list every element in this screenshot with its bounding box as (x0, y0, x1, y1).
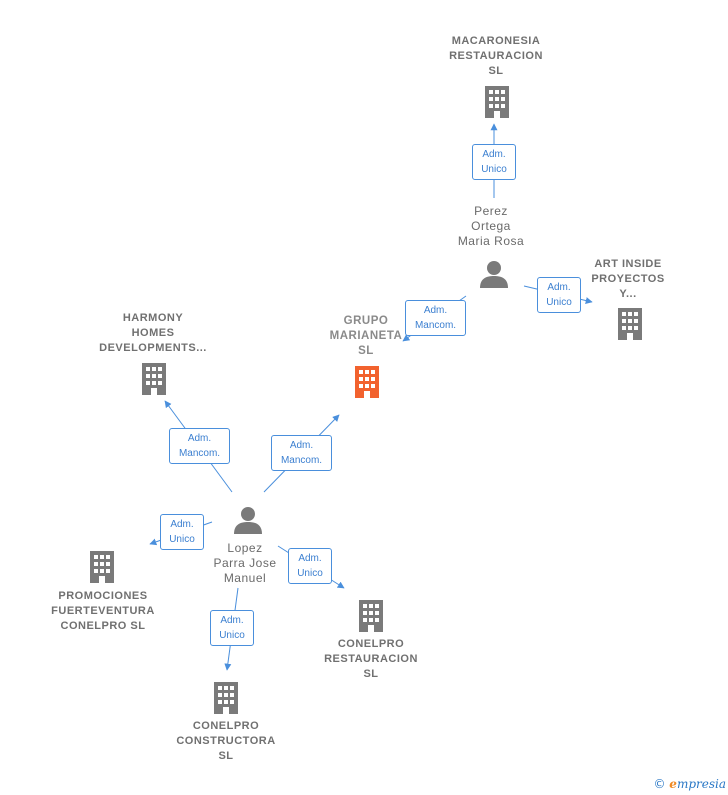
edge-label-perez-macaronesia[interactable]: Adm. Unico (472, 144, 516, 180)
edge-label-perez-art[interactable]: Adm. Unico (537, 277, 581, 313)
building-icon[interactable] (356, 598, 386, 634)
empresia-watermark: © empresia (653, 777, 726, 791)
company-label-promociones[interactable]: PROMOCIONES FUERTEVENTURA CONELPRO SL (51, 590, 155, 632)
building-icon[interactable] (87, 549, 117, 585)
person-icon[interactable] (232, 504, 264, 536)
person-label-lopez[interactable]: Lopez Parra Jose Manuel (213, 541, 277, 585)
building-icon[interactable] (615, 306, 645, 342)
company-label-macaronesia[interactable]: MACARONESIA RESTAURACION SL (449, 35, 543, 77)
company-label-art-inside[interactable]: ART INSIDE PROYECTOS Y... (591, 258, 665, 300)
edge-label-lopez-conelpro-rest[interactable]: Adm. Unico (288, 548, 332, 584)
person-label-perez[interactable]: Perez Ortega Maria Rosa (457, 204, 525, 248)
company-label-conelpro-constructora[interactable]: CONELPRO CONSTRUCTORA SL (176, 720, 276, 762)
company-label-grupo-marianeta[interactable]: GRUPO MARIANETA SL (329, 315, 403, 357)
building-icon[interactable] (211, 680, 241, 716)
brand-name: mpresia (676, 777, 726, 791)
edge-label-lopez-harmony[interactable]: Adm. Mancom. (169, 428, 230, 464)
person-icon[interactable] (478, 258, 510, 290)
building-icon[interactable] (482, 84, 512, 120)
edge-label-lopez-promociones[interactable]: Adm. Unico (160, 514, 204, 550)
edge-label-lopez-grupo[interactable]: Adm. Mancom. (271, 435, 332, 471)
building-icon-main[interactable] (352, 364, 382, 400)
brand-initial: e (669, 777, 677, 791)
copyright-icon: © (653, 777, 666, 791)
edge-label-perez-grupo[interactable]: Adm. Mancom. (405, 300, 466, 336)
building-icon[interactable] (139, 361, 169, 397)
company-label-harmony[interactable]: HARMONY HOMES DEVELOPMENTS... (99, 312, 207, 354)
edge-label-lopez-conelpro-const[interactable]: Adm. Unico (210, 610, 254, 646)
company-label-conelpro-restauracion[interactable]: CONELPRO RESTAURACION SL (324, 638, 418, 680)
